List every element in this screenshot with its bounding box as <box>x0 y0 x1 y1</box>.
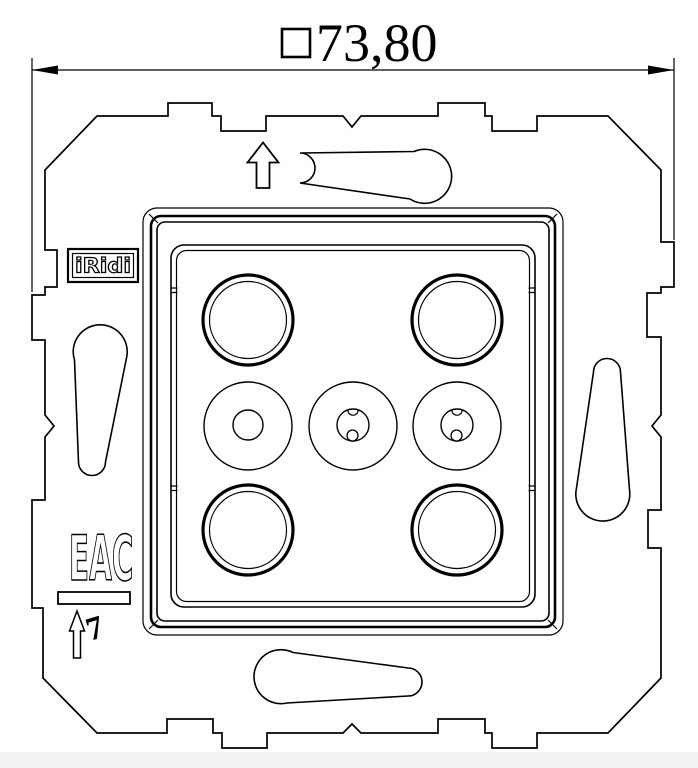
button-top-right <box>410 273 504 367</box>
button-middle-center <box>308 381 398 471</box>
button-bottom-left <box>201 483 295 577</box>
middle-left-center-hole <box>232 409 264 441</box>
middle-center-top-notch <box>347 409 359 416</box>
middle-buttons <box>203 381 502 471</box>
brand-logo-outer-box <box>66 247 140 284</box>
dimension-value: 73,80 <box>316 13 438 73</box>
frame-corner-bevels <box>148 213 558 630</box>
middle-center-sensor-dot <box>346 429 359 442</box>
corner-buttons <box>201 273 504 577</box>
button-bottom-right <box>410 483 504 577</box>
dimension-annotation: 73,80 <box>31 13 675 292</box>
eac-mark-text: EAC <box>69 522 134 594</box>
eac-underline-bar <box>57 591 131 605</box>
brand-logo-inner-box <box>71 252 135 279</box>
brand-logo: iRidi <box>66 247 140 284</box>
button-middle-left <box>203 381 293 471</box>
footer-strip <box>0 752 698 768</box>
dimension-square-symbol <box>280 27 312 59</box>
orientation-arrow-bottom-icon <box>68 608 86 659</box>
dimension-arrow-right <box>648 65 674 75</box>
button-middle-right <box>412 381 502 471</box>
middle-right-top-notch <box>451 409 463 416</box>
brand-logo-text: iRidi <box>75 254 131 278</box>
keyhole-slot-top <box>299 148 453 205</box>
plate-mold-ticks <box>171 287 535 492</box>
orientation-arrow-top-icon <box>245 141 281 189</box>
dimension-arrow-left <box>32 65 58 75</box>
frame-outer-edge <box>142 207 564 636</box>
middle-right-sensor-dot <box>450 429 463 442</box>
frame-bevel-edge <box>149 214 557 629</box>
switch-frame <box>142 207 564 636</box>
frame-inner-edge <box>156 221 550 622</box>
button-plate-inner <box>175 249 531 603</box>
keyhole-slot-bottom <box>253 648 423 705</box>
keyhole-slot-right <box>575 357 631 522</box>
button-top-left <box>201 273 295 367</box>
keyhole-slot-left <box>72 324 128 477</box>
button-plate-outer <box>170 244 536 608</box>
